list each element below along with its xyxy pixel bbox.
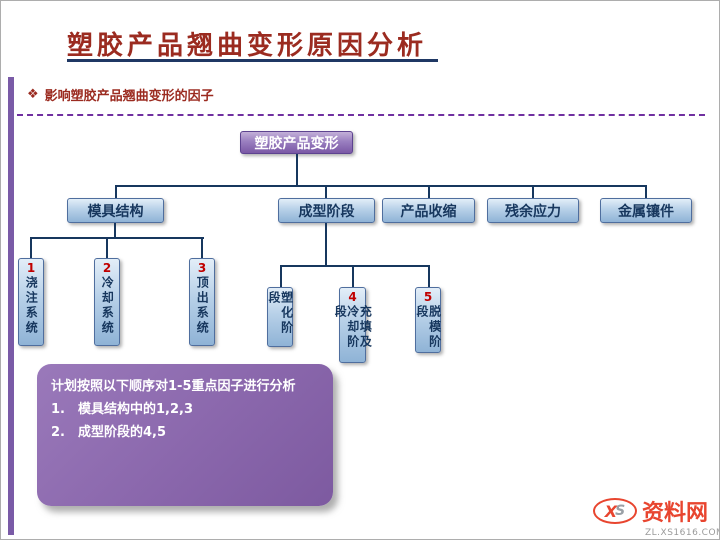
logo-row: X S 资料网 xyxy=(593,495,719,527)
chart-node-gating-system: 1 浇注系统 xyxy=(18,258,44,346)
section-heading: 影响塑胶产品翘曲变形的因子 xyxy=(44,89,214,104)
title-underline xyxy=(67,59,438,62)
connector xyxy=(201,237,203,258)
diamond-bullet-icon: ❖ xyxy=(27,87,39,102)
logo-letter-x: X xyxy=(604,501,618,521)
chart-node-mold-structure: 模具结构 xyxy=(67,198,164,223)
chart-node-residual-stress: 残余应力 xyxy=(487,198,579,223)
chart-node-product-shrinkage: 产品收缩 xyxy=(382,198,475,223)
connector xyxy=(428,185,430,198)
connector xyxy=(325,185,327,198)
connector xyxy=(645,185,647,198)
connector xyxy=(280,265,282,287)
note-line-3: 2. 成型阶段的4,5 xyxy=(51,424,167,440)
connector xyxy=(532,185,534,198)
connector xyxy=(325,223,327,267)
chart-node-filling-cooling-stage: 4 充填及 冷却阶段 xyxy=(333,287,372,363)
node-label: 脱模阶段 xyxy=(415,304,442,350)
note-line-2: 1. 模具结构中的1,2,3 xyxy=(51,401,193,417)
connector xyxy=(115,185,647,187)
connector xyxy=(115,185,117,198)
logo-site-name: 资料网 xyxy=(642,501,709,526)
node-label: 冷却系统 xyxy=(100,275,115,336)
chart-node-metal-insert: 金属镶件 xyxy=(600,198,692,223)
page-title: 塑胶产品翘曲变形原因分析 xyxy=(67,31,428,61)
node-label: 充填及 冷却阶段 xyxy=(333,304,373,350)
node-number: 1 xyxy=(26,261,36,275)
connector xyxy=(280,265,430,267)
connector xyxy=(296,154,298,186)
chart-node-molding-stage: 成型阶段 xyxy=(278,198,375,223)
analysis-plan-note: 计划按照以下顺序对1-5重点因子进行分析 1. 模具结构中的1,2,3 2. 成… xyxy=(37,364,333,506)
section-heading-row: ❖ 影响塑胶产品翘曲变形的因子 xyxy=(27,85,214,104)
chart-node-plasticizing-stage: 塑化阶段 xyxy=(267,287,294,347)
node-label: 塑化阶段 xyxy=(267,291,294,336)
node-label: 顶出系统 xyxy=(195,275,210,336)
node-number: 3 xyxy=(197,261,207,275)
node-label: 浇注系统 xyxy=(24,275,39,336)
connector xyxy=(428,265,430,287)
logo-site-url: ZL.XS1616.COM xyxy=(645,528,720,538)
connector xyxy=(106,237,108,258)
chart-node-cooling-system: 2 冷却系统 xyxy=(94,258,120,346)
node-number: 4 xyxy=(348,290,357,304)
connector xyxy=(30,237,32,258)
chart-node-ejection-system: 3 顶出系统 xyxy=(189,258,215,346)
xs-logo-icon: X S xyxy=(593,498,637,524)
connector xyxy=(114,223,116,238)
left-accent-bar xyxy=(8,77,14,535)
node-number: 2 xyxy=(102,261,112,275)
note-line-1: 计划按照以下顺序对1-5重点因子进行分析 xyxy=(51,379,296,394)
node-number: 5 xyxy=(423,290,433,304)
watermark-logo: X S 资料网 ZL.XS1616.COM xyxy=(593,495,720,538)
connector xyxy=(352,265,354,287)
dashed-divider xyxy=(17,114,705,116)
logo-letter-s: S xyxy=(615,503,626,519)
connector xyxy=(30,237,204,239)
chart-node-root: 塑胶产品变形 xyxy=(240,131,353,154)
chart-node-demolding-stage: 5 脱模阶段 xyxy=(415,287,442,353)
